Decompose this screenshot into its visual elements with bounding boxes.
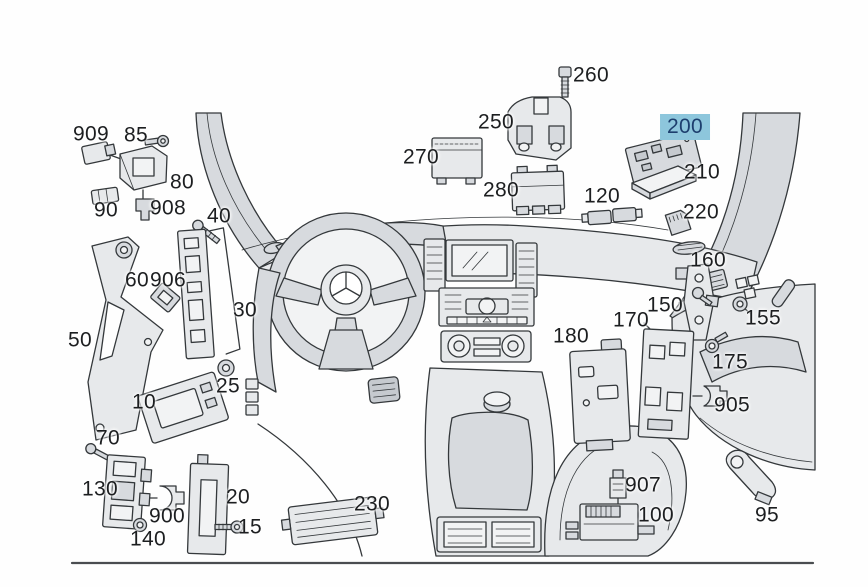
- part-210-shape: [631, 165, 697, 200]
- part-label-909: 909: [73, 122, 109, 146]
- part-label-15: 15: [238, 515, 262, 539]
- part-20-shape: [186, 453, 230, 556]
- part-70-shape: [85, 443, 112, 462]
- part-230-shape: [280, 496, 385, 546]
- part-label-70: 70: [96, 426, 120, 450]
- part-label-906: 906: [150, 268, 186, 292]
- part-120-shape: [581, 206, 643, 226]
- part-label-85: 85: [124, 123, 148, 147]
- part-label-175: 175: [712, 350, 748, 374]
- part-175-shape: [704, 331, 729, 354]
- part-label-250: 250: [478, 110, 514, 134]
- part-95-shape: [725, 449, 777, 506]
- part-280-shape: [510, 164, 566, 216]
- part-250-shape: [507, 96, 572, 161]
- part-130-shape: [102, 454, 153, 530]
- part-909-shape: [81, 141, 117, 165]
- part-label-150: 150: [647, 293, 683, 317]
- part-270-shape: [431, 137, 483, 185]
- part-label-907: 907: [625, 473, 661, 497]
- part-15-shape: [214, 520, 244, 534]
- part-label-30: 30: [233, 298, 257, 322]
- part-90-shape: [90, 186, 120, 205]
- part-label-230: 230: [354, 492, 390, 516]
- part-906-shape: [150, 282, 181, 313]
- part-label-900: 900: [149, 504, 185, 528]
- vehicle-interior: [70, 112, 816, 565]
- part-150-shape: [691, 286, 713, 307]
- part-label-220: 220: [683, 200, 719, 224]
- part-80-shape: [119, 145, 168, 191]
- mercedes-star-icon: [320, 264, 372, 316]
- part-900-shape: [159, 485, 185, 511]
- part-label-100: 100: [638, 503, 674, 527]
- part-label-95: 95: [755, 503, 779, 527]
- part-label-270: 270: [403, 145, 439, 169]
- part-label-200-highlighted: 200: [660, 114, 710, 140]
- part-85-shape: [144, 134, 170, 148]
- part-label-10: 10: [132, 390, 156, 414]
- part-30-shape: [176, 227, 241, 360]
- part-180-shape: [569, 338, 631, 452]
- part-170-shape: [637, 328, 695, 440]
- part-label-170: 170: [613, 308, 649, 332]
- part-100-shape: [565, 503, 655, 541]
- part-label-180: 180: [553, 324, 589, 348]
- part-label-40: 40: [207, 204, 231, 228]
- part-220-shape: [664, 209, 692, 236]
- part-25-shape: [217, 359, 235, 377]
- part-908-shape: [135, 198, 155, 221]
- part-label-260: 260: [573, 63, 609, 87]
- part-140-shape: [132, 517, 148, 533]
- part-label-908: 908: [150, 196, 186, 220]
- part-label-155: 155: [745, 306, 781, 330]
- part-label-120: 120: [584, 184, 620, 208]
- part-label-160: 160: [690, 248, 726, 272]
- part-label-130: 130: [82, 477, 118, 501]
- part-label-25: 25: [216, 374, 240, 398]
- part-50-shape: [87, 236, 164, 441]
- part-10-shape: [137, 371, 229, 444]
- part-label-90: 90: [94, 198, 118, 222]
- part-label-80: 80: [170, 170, 194, 194]
- part-label-60: 60: [125, 268, 149, 292]
- part-label-280: 280: [483, 178, 519, 202]
- part-label-140: 140: [130, 527, 166, 551]
- part-905-shape: [703, 385, 728, 407]
- part-label-50: 50: [68, 328, 92, 352]
- part-155-shape: [732, 296, 748, 312]
- part-label-20: 20: [226, 485, 250, 509]
- part-260-shape: [558, 66, 572, 98]
- part-label-905: 905: [714, 393, 750, 417]
- part-label-210: 210: [684, 160, 720, 184]
- part-shapes: [81, 66, 777, 556]
- part-907-shape: [609, 469, 627, 499]
